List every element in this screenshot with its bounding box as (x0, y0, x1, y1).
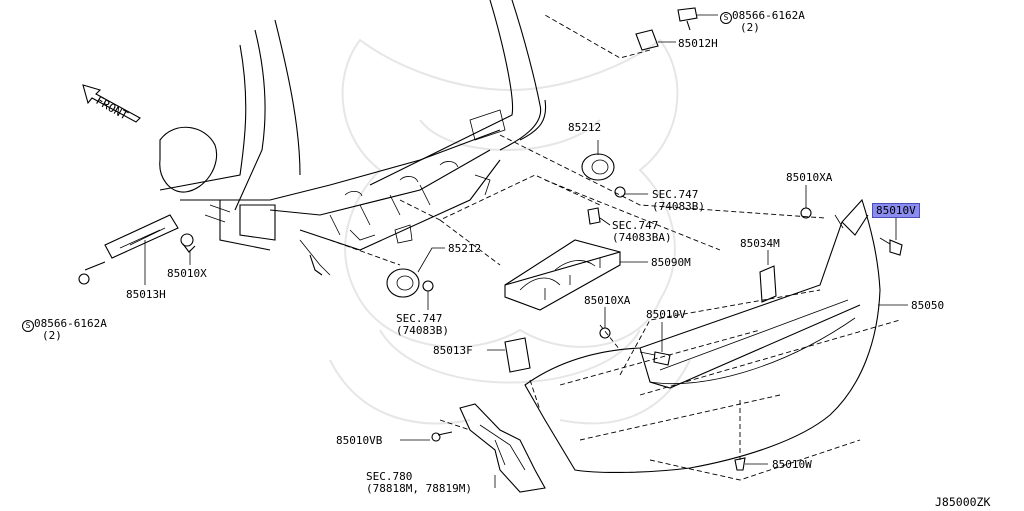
label-sec747-mid-sub: (74083BA) (612, 231, 672, 244)
assembly-guide-lines (329, 134, 901, 481)
label-sec747-lower-sub: (74083B) (396, 324, 449, 337)
label-85212-lower: 85212 (448, 242, 482, 255)
vehicle-rear-body (159, 0, 547, 276)
label-85010x: 85010X (167, 267, 207, 280)
diagram-code: J85000ZK (935, 495, 991, 509)
label-85010w: 85010W (772, 458, 812, 471)
clip-85010v-top-drawing (879, 215, 903, 256)
screw-top-qty: (2) (740, 21, 760, 34)
label-85010v-top-highlighted[interactable]: 85010V (872, 203, 920, 218)
screw-s-icon: S (22, 320, 34, 332)
clip-85010xa-top-drawing (800, 185, 812, 219)
clip-85010xa-mid-drawing (599, 307, 611, 339)
screw-left-qty: (2) (42, 329, 62, 342)
label-85050: 85050 (911, 299, 945, 312)
label-sec780: SEC.780 (366, 470, 413, 483)
bracket-sec747-mid (587, 207, 611, 226)
clip-85010w-drawing (734, 457, 768, 471)
watermark-logo (329, 38, 691, 425)
label-85010xa-top: 85010XA (786, 171, 833, 184)
reflector-85034m-drawing (759, 250, 777, 303)
label-85010v-mid: 85010V (646, 308, 686, 321)
bumper-stop-85212-lower (386, 247, 445, 310)
side-bracket-sec780-drawing (400, 403, 546, 493)
bumper-stop-85212-upper (581, 140, 648, 198)
label-85010xa-mid: 85010XA (584, 294, 631, 307)
label-85010vb: 85010VB (336, 434, 383, 447)
label-sec747-upper-sub: (74083B) (652, 200, 705, 213)
label-sec747-upper: SEC.747 (652, 188, 699, 201)
screw-s-icon: S (720, 12, 732, 24)
label-sec780-sub: (78818M, 78819M) (366, 482, 472, 495)
label-85013f: 85013F (433, 344, 473, 357)
pad-85013f-drawing (487, 337, 531, 373)
clip-85010x-drawing (180, 233, 196, 265)
label-sec747-lower: SEC.747 (396, 312, 443, 325)
absorber-85090m-drawing (504, 239, 648, 311)
label-85212-upper: 85212 (568, 121, 602, 134)
front-direction-arrow (82, 84, 141, 123)
bumper-fascia-85050-drawing (524, 198, 908, 473)
clip-85010v-mid-drawing (639, 322, 671, 366)
label-85012h: 85012H (678, 37, 718, 50)
label-85090m: 85090M (651, 256, 691, 269)
clip-85012h-drawing (544, 7, 718, 59)
label-85034m: 85034M (740, 237, 780, 250)
label-sec747-mid: SEC.747 (612, 219, 659, 232)
bracket-85013h-drawing (78, 214, 179, 285)
label-85013h: 85013H (126, 288, 166, 301)
